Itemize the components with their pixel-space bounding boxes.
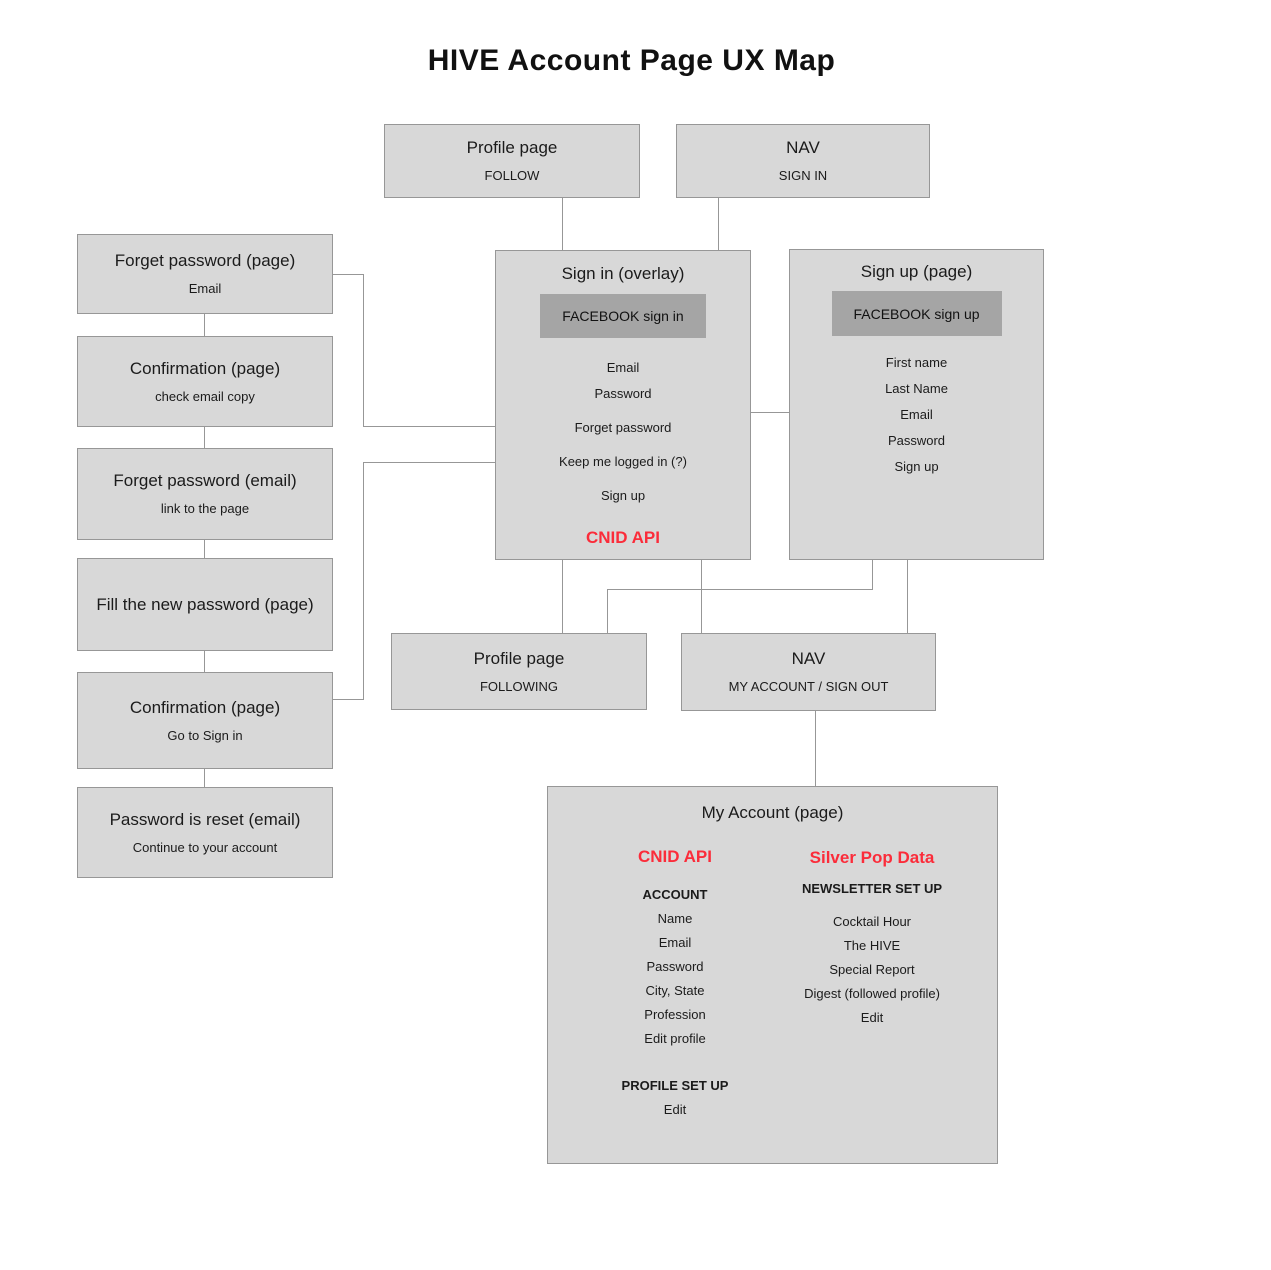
connector-signin-to-signup — [751, 412, 789, 413]
node-title: NAV — [786, 138, 820, 157]
newsletter-item-the-hive: The HIVE — [843, 938, 901, 953]
heading-newsletter-set-up: NEWSLETTER SET UP — [801, 881, 943, 896]
node-forget-password-page: Forget password (page) Email — [77, 234, 333, 314]
field-label-last-name: Last Name — [885, 381, 948, 396]
account-item-city-state: City, State — [645, 983, 705, 998]
connector-signup-v1 — [872, 560, 873, 590]
connector-signin-to-navout — [701, 560, 702, 633]
facebook-sign-up-button: FACEBOOK sign up — [831, 291, 1002, 336]
node-title: Profile page — [473, 648, 565, 668]
node-title: Forget password (page) — [114, 251, 296, 270]
account-item-profession: Profession — [644, 1007, 706, 1022]
node-title: My Account (page) — [701, 803, 844, 822]
node-sign-in-overlay: Sign in (overlay) FACEBOOK sign in Email… — [495, 250, 751, 560]
node-title: Sign up (page) — [860, 262, 973, 281]
node-subtitle: Email — [188, 281, 222, 296]
field-label-first-name: First name — [885, 355, 948, 370]
node-subtitle: FOLLOWING — [479, 678, 558, 694]
connector-follow-to-signin — [562, 198, 563, 250]
account-item-password: Password — [646, 959, 704, 974]
node-subtitle: check email copy — [155, 388, 255, 404]
node-confirmation-go-signin: Confirmation (page) Go to Sign in — [77, 672, 333, 769]
node-password-reset-email: Password is reset (email) Continue to yo… — [77, 787, 333, 878]
node-subtitle: SIGN IN — [778, 168, 828, 183]
node-title: Confirmation (page) — [129, 697, 281, 717]
node-subtitle: FOLLOW — [484, 168, 540, 183]
field-label-password: Password — [887, 433, 946, 448]
my-account-silverpop-column: Silver Pop Data NEWSLETTER SET UP Cockta… — [752, 846, 992, 1030]
node-fill-new-password: Fill the new password (page) — [77, 558, 333, 651]
node-subtitle: Continue to your account — [132, 839, 278, 855]
node-title: Password is reset (email) — [109, 809, 301, 829]
connector-signin-to-confirmation — [333, 699, 364, 700]
field-label-email: Email — [606, 360, 640, 375]
connector-left-2 — [204, 427, 205, 448]
connector-forgetpage-v — [363, 274, 364, 427]
node-subtitle: MY ACCOUNT / SIGN OUT — [728, 679, 889, 694]
api-label-silver-pop: Silver Pop Data — [809, 848, 935, 867]
facebook-sign-in-button: FACEBOOK sign in — [540, 294, 706, 338]
link-forget-password: Forget password — [574, 420, 672, 435]
node-my-account-page: My Account (page) CNID API ACCOUNT Name … — [547, 786, 998, 1164]
node-subtitle: link to the page — [160, 501, 250, 516]
connector-forgetpage-to-signin — [363, 426, 495, 427]
connector-signin-h — [363, 462, 495, 463]
profile-item-edit: Edit — [663, 1102, 687, 1117]
connector-forgetpage-h — [333, 274, 364, 275]
node-forget-password-email: Forget password (email) link to the page — [77, 448, 333, 540]
node-title: Profile page — [466, 138, 558, 157]
node-title: Fill the new password (page) — [96, 594, 314, 614]
field-label-email: Email — [900, 407, 933, 422]
page-title: HIVE Account Page UX Map — [427, 44, 836, 77]
connector-navout-to-myaccount — [815, 711, 816, 786]
connector-left-3 — [204, 540, 205, 558]
connector-signup-to-navout — [907, 560, 908, 633]
node-title: Forget password (email) — [113, 471, 297, 490]
connector-left-4 — [204, 651, 205, 672]
connector-signup-to-following — [607, 589, 608, 633]
connector-left-1 — [204, 314, 205, 336]
api-label-cnid: CNID API — [586, 528, 660, 547]
action-sign-up: Sign up — [894, 459, 939, 474]
newsletter-item-edit: Edit — [860, 1010, 884, 1025]
node-title: Confirmation (page) — [129, 358, 281, 378]
node-subtitle: Go to Sign in — [167, 727, 243, 743]
node-confirmation-check-email: Confirmation (page) check email copy — [77, 336, 333, 427]
account-item-name: Name — [657, 911, 693, 926]
node-profile-page-following: Profile page FOLLOWING — [391, 633, 647, 710]
my-account-cnid-column: CNID API ACCOUNT Name Email Password Cit… — [555, 845, 795, 1122]
node-nav-sign-in: NAV SIGN IN — [676, 124, 930, 198]
heading-account: ACCOUNT — [642, 887, 708, 902]
node-profile-page-follow: Profile page FOLLOW — [384, 124, 640, 198]
node-nav-my-account-sign-out: NAV MY ACCOUNT / SIGN OUT — [681, 633, 936, 711]
connector-left-5 — [204, 769, 205, 787]
node-title: Sign in (overlay) — [561, 264, 685, 283]
newsletter-item-cocktail-hour: Cocktail Hour — [832, 914, 912, 929]
option-keep-logged-in: Keep me logged in (?) — [559, 454, 687, 469]
api-label-cnid: CNID API — [638, 847, 712, 866]
connector-signin-to-following — [562, 560, 563, 633]
field-label-password: Password — [594, 386, 652, 401]
connector-signup-h — [607, 589, 873, 590]
node-title: NAV — [791, 649, 826, 668]
node-sign-up-page: Sign up (page) FACEBOOK sign up First na… — [789, 249, 1044, 560]
account-item-email: Email — [658, 935, 692, 950]
newsletter-item-special-report: Special Report — [829, 962, 915, 977]
heading-profile-set-up: PROFILE SET UP — [621, 1078, 729, 1093]
newsletter-item-digest: Digest (followed profile) — [804, 986, 940, 1001]
account-item-edit-profile: Edit profile — [644, 1031, 706, 1046]
connector-signin-v — [363, 462, 364, 700]
connector-navsignin-to-signin — [718, 198, 719, 250]
link-sign-up: Sign up — [600, 488, 646, 503]
